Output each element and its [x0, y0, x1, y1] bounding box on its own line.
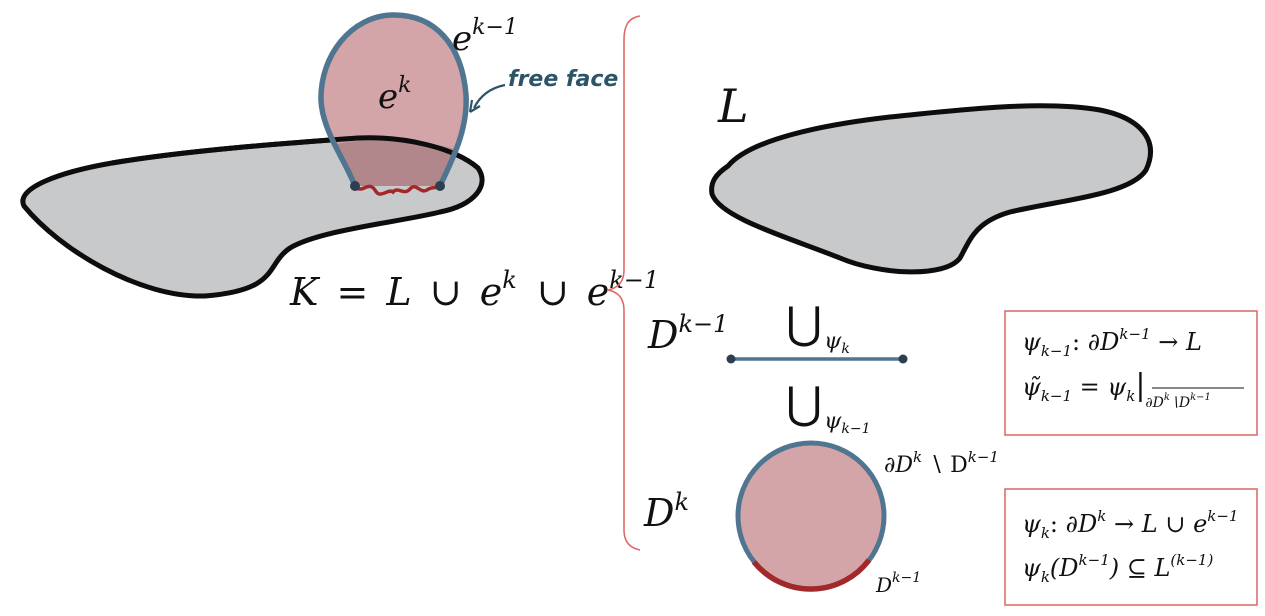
L-blob-right [709, 103, 1153, 275]
free-face-boundary [318, 12, 469, 188]
disk-km1-label: Dk−1 [647, 310, 728, 357]
L-blob-top-outline [111, 135, 480, 170]
free-face-arrow [473, 83, 506, 109]
map-definition-box-1: ψk−1: ∂Dk−1 → L ψ̃k−1 = ψk|∂Dk∖Dk−1 [1004, 310, 1258, 436]
endpoint-right [435, 181, 445, 191]
complex-formula: K = L ∪ ek ∪ ek−1 [289, 253, 659, 314]
box1-line2: ψ̃k−1 = ψk|∂Dk∖Dk−1 [1022, 368, 1211, 411]
segment-end-right [898, 354, 908, 364]
face-label: ek−1 [452, 15, 518, 59]
box2-line1: ψk: ∂Dk → L ∪ ek−1 [1022, 507, 1238, 542]
union-psi-km1: ⋃ψk−1 [786, 378, 870, 437]
box2-line2: ψk(Dk−1) ⊆ L(k−1) [1022, 551, 1213, 586]
cell-ek-label: ek [378, 73, 411, 117]
L-label: L [717, 79, 749, 133]
cell-overlap [332, 139, 458, 186]
complex-K-figure: ek ek−1 free face K = L ∪ ek ∪ ek−1 [20, 12, 659, 314]
free-face-arrowhead [468, 99, 481, 113]
disk-attach-arc [751, 558, 872, 592]
attaching-curve [353, 184, 442, 196]
union-psi-k: ⋃ψk [786, 298, 850, 357]
endpoint-left [350, 181, 360, 191]
arc-label: Dk−1 [875, 570, 921, 597]
box1-frame [1004, 310, 1258, 436]
segment-end-left [726, 354, 736, 364]
disk-boundary-label: ∂Dk ∖ Dk−1 [884, 448, 999, 478]
curly-brace [607, 15, 641, 551]
decomposition-figure: L Dk−1 ⋃ψk ⋃ψk−1 Dk ∂Dk ∖ Dk−1 Dk−1 [643, 79, 1153, 597]
box1-line1: ψk−1: ∂Dk−1 → L [1022, 325, 1202, 360]
box2-frame [1004, 488, 1258, 606]
map-definition-box-2: ψk: ∂Dk → L ∪ ek−1 ψk(Dk−1) ⊆ L(k−1) [1004, 488, 1258, 606]
disk-Dk [738, 443, 884, 589]
disk-k-label: Dk [643, 488, 689, 535]
free-face-label: free face [508, 67, 618, 92]
